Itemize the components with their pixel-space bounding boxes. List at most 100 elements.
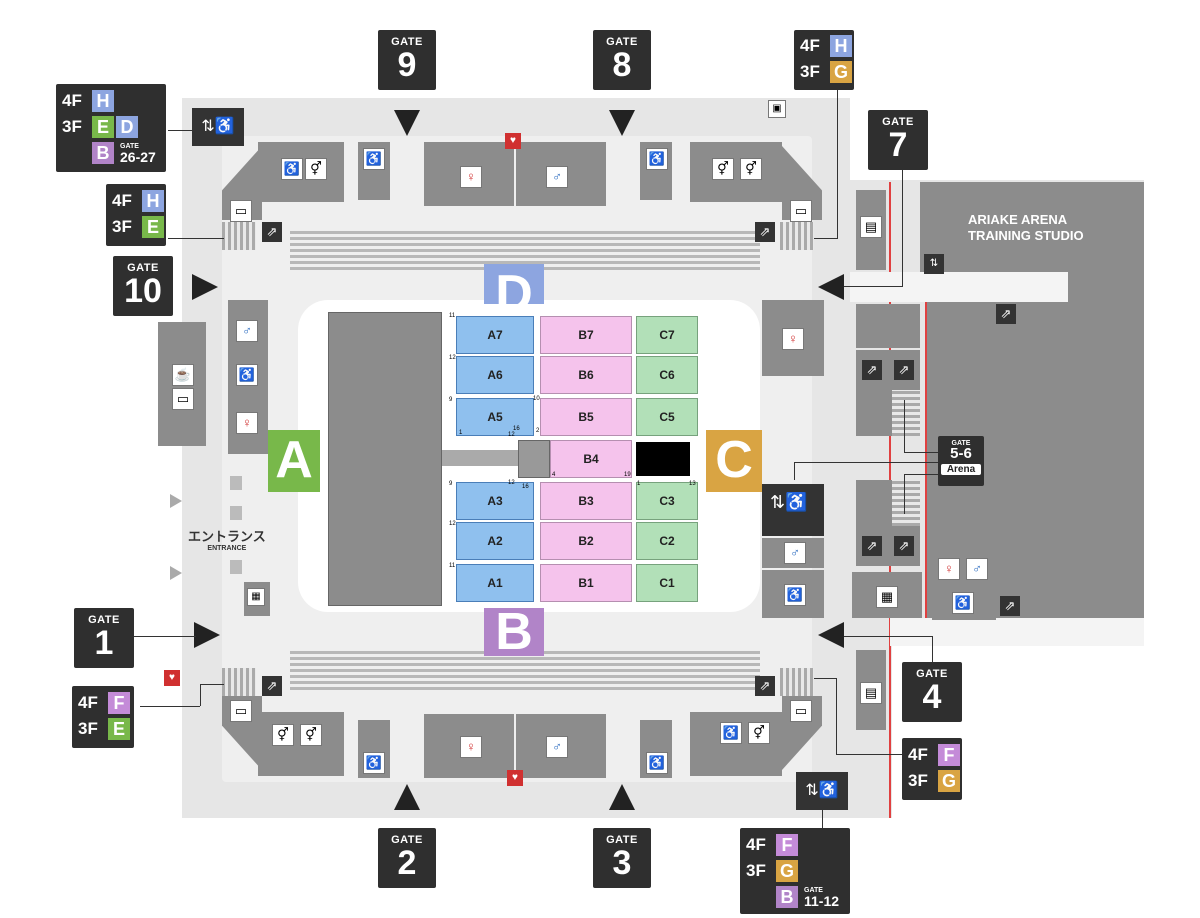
row-number: 1 bbox=[637, 481, 641, 487]
elevator-icon: ▣ bbox=[768, 100, 786, 118]
vending-icon: ▭ bbox=[790, 700, 812, 722]
block-A1[interactable]: A1 bbox=[456, 564, 534, 602]
east-white-corridor2 bbox=[890, 618, 1144, 646]
row-number: 4 bbox=[552, 472, 556, 478]
row-number: 12 bbox=[508, 432, 515, 438]
stairs-icon: ⇗ bbox=[262, 222, 282, 242]
entrance-pillar bbox=[230, 476, 242, 490]
row-number: 19 bbox=[624, 472, 631, 478]
block-C3[interactable]: C3 bbox=[636, 482, 698, 520]
women-restroom-icon: ♀ bbox=[460, 166, 482, 188]
wheelchair-icon: ♿ bbox=[281, 158, 303, 180]
connector bbox=[837, 88, 838, 239]
floor-4f: 4F bbox=[908, 745, 928, 764]
elevator-icon: ⇅♿ bbox=[770, 492, 808, 512]
connector bbox=[836, 678, 837, 754]
floor-3f: 3F bbox=[800, 62, 820, 81]
wheelchair-icon: ♿ bbox=[646, 752, 668, 774]
wheelchair-icon: ♿ bbox=[720, 722, 742, 744]
vending-icon: ▭ bbox=[172, 388, 194, 410]
gate-small-label: GATE bbox=[120, 143, 139, 150]
floor-4f: 4F bbox=[78, 693, 98, 712]
stairs-icon: ⇗ bbox=[262, 676, 282, 696]
connector bbox=[902, 170, 903, 287]
wheelchair-icon: ♿ bbox=[646, 148, 668, 170]
gate-number: 10 bbox=[124, 272, 162, 310]
block-B7[interactable]: B7 bbox=[540, 316, 632, 354]
block-A3[interactable]: A3 bbox=[456, 482, 534, 520]
escalator-icon: ⇗ bbox=[862, 360, 882, 380]
gate-arrow-left bbox=[818, 274, 844, 300]
bottom-seating bbox=[290, 650, 760, 690]
wheelchair-icon: ♿ bbox=[236, 364, 258, 386]
gate-11-12: 11-12 bbox=[804, 893, 840, 909]
block-letter-B: B bbox=[92, 142, 114, 164]
row-number: 1 bbox=[459, 430, 463, 436]
zone-B: B bbox=[484, 606, 544, 658]
gate-number: 7 bbox=[888, 126, 908, 164]
block-A7[interactable]: A7 bbox=[456, 316, 534, 354]
block-B1[interactable]: B1 bbox=[540, 564, 632, 602]
row-number: 16 bbox=[522, 484, 529, 490]
east-stairs bbox=[892, 390, 920, 436]
men-restroom-icon: ♂ bbox=[966, 558, 988, 580]
block-letter-E: E bbox=[108, 718, 130, 740]
pa-booth bbox=[636, 442, 690, 476]
block-C7[interactable]: C7 bbox=[636, 316, 698, 354]
elevator-icon: ⇅ bbox=[924, 254, 944, 274]
zone-D: D bbox=[484, 264, 544, 304]
block-C2[interactable]: C2 bbox=[636, 522, 698, 560]
floor-4f: 4F bbox=[800, 36, 820, 55]
gate-5-6-box: GATE 5-6 Arena bbox=[938, 436, 984, 486]
connector bbox=[844, 286, 902, 287]
connector bbox=[200, 684, 224, 685]
block-letter-F: F bbox=[776, 834, 798, 856]
top-seating bbox=[290, 230, 760, 270]
vending-icon: ▭ bbox=[230, 700, 252, 722]
gate-arrow-right bbox=[194, 622, 220, 648]
floor-3f: 3F bbox=[908, 771, 928, 790]
block-B6[interactable]: B6 bbox=[540, 356, 632, 394]
connector bbox=[836, 754, 904, 755]
block-A5[interactable]: A5 bbox=[456, 398, 534, 436]
restroom-icon: ⚥ bbox=[712, 158, 734, 180]
row-number: 9 bbox=[449, 397, 453, 403]
floor-3f: 3F bbox=[112, 217, 132, 236]
gate-label: GATE bbox=[391, 834, 423, 846]
wheelchair-icon: ♿ bbox=[784, 584, 806, 606]
connector bbox=[814, 238, 838, 239]
connector bbox=[822, 810, 823, 830]
stairs-icon: ⇗ bbox=[755, 676, 775, 696]
block-A6[interactable]: A6 bbox=[456, 356, 534, 394]
connector bbox=[168, 238, 224, 239]
women-restroom-icon: ♀ bbox=[236, 412, 258, 434]
block-C5[interactable]: C5 bbox=[636, 398, 698, 436]
zone-C: C bbox=[706, 430, 762, 492]
entrance-jp: エントランス bbox=[188, 529, 266, 544]
locker-icon: ▤ bbox=[860, 682, 882, 704]
block-B3[interactable]: B3 bbox=[540, 482, 632, 520]
east-white-corridor bbox=[850, 272, 1068, 302]
gate-number: 1 bbox=[94, 624, 114, 662]
entrance-pillar bbox=[230, 506, 242, 520]
row-number: 9 bbox=[449, 481, 453, 487]
stairs-icon: ⇗ bbox=[1000, 596, 1020, 616]
top-stairs-right bbox=[780, 222, 814, 250]
block-letter-E: E bbox=[142, 216, 164, 238]
row-number: 11 bbox=[449, 313, 456, 319]
block-B4[interactable]: B4 bbox=[550, 440, 632, 478]
row-number: 16 bbox=[513, 426, 520, 432]
block-B2[interactable]: B2 bbox=[540, 522, 632, 560]
block-C1[interactable]: C1 bbox=[636, 564, 698, 602]
gate-number: 8 bbox=[612, 46, 632, 84]
block-C6[interactable]: C6 bbox=[636, 356, 698, 394]
block-B5[interactable]: B5 bbox=[540, 398, 632, 436]
floor-4f: 4F bbox=[746, 835, 766, 854]
block-A2[interactable]: A2 bbox=[456, 522, 534, 560]
connector bbox=[904, 474, 938, 475]
floor-3f: 3F bbox=[746, 861, 766, 880]
cafe-icon: ☕ bbox=[172, 364, 194, 386]
